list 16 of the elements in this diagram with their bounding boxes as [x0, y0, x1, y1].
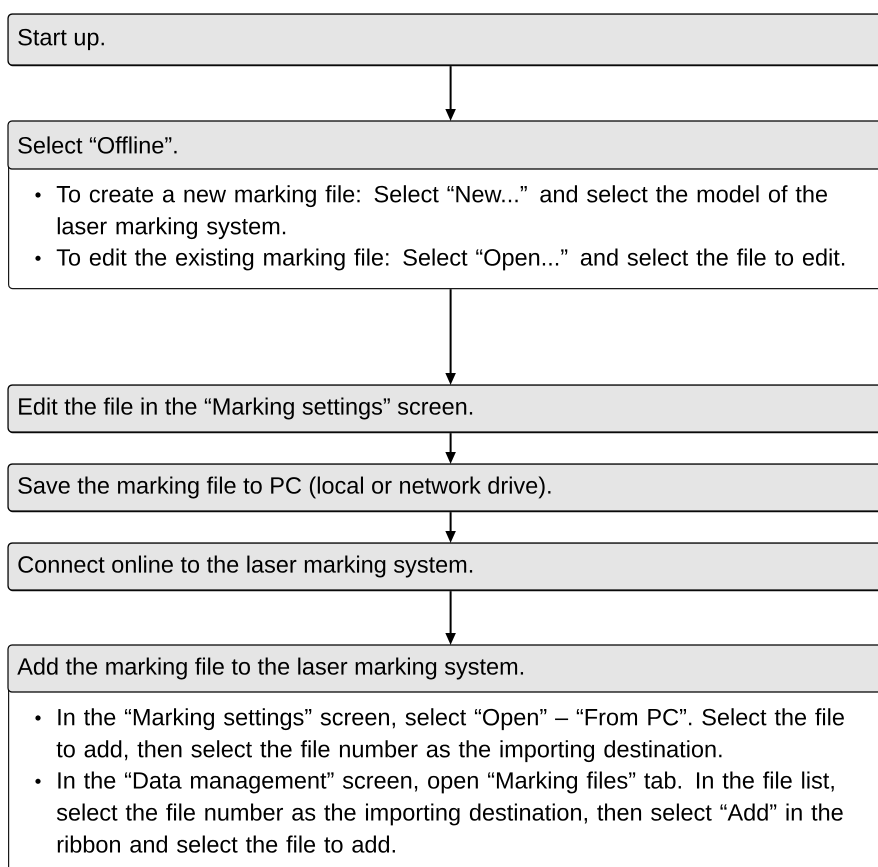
bullet-item: In the “Marking settings” screen, select “Open” – “From PC”. Select the file to add, then select the file number as the importing destination. [56, 708, 844, 762]
step-heading: Select “Offline”. [18, 136, 177, 154]
step-box [7, 384, 878, 434]
bullet-item: To edit the existing marking file: Select “Open...” and select the file to edit. [56, 248, 844, 270]
bullet-item: To create a new marking file: Select “New...” and select the model of the laser marking system. [56, 185, 827, 240]
step-heading: Start up. [18, 28, 104, 50]
step-box [7, 463, 878, 512]
step-heading: Connect online to the laser marking system. [18, 556, 472, 578]
step-box [7, 120, 878, 290]
step-heading: Add the marking file to the laser marking system. [17, 658, 524, 680]
step-box [7, 644, 878, 867]
step-heading: Edit the file in the “Marking settings” screen. [19, 398, 472, 420]
bullet-item: In the “Data management” screen, open “Marking files” tab. In the file list, select the file number as the importing destination, then select “Add” in the ribbon and select the file to add. [56, 772, 843, 853]
step-box [7, 13, 878, 66]
step-heading: Save the marking file to PC (local or network drive). [18, 476, 550, 498]
step-box [7, 542, 878, 592]
